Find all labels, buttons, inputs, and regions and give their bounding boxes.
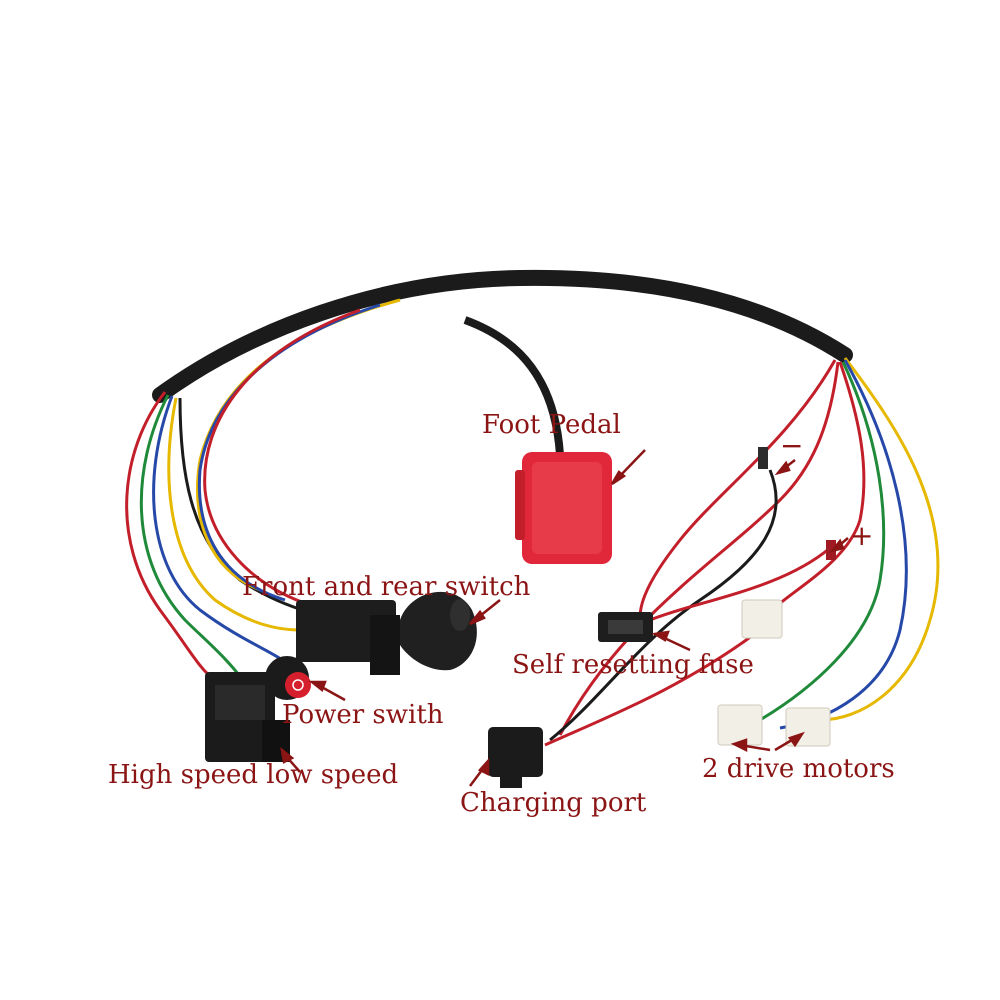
main-cable — [152, 269, 853, 403]
right-wire-bundle — [549, 357, 940, 742]
label-drive-motors: 2 drive motors — [702, 754, 895, 784]
negative-terminal — [758, 447, 768, 469]
power-switch — [265, 656, 311, 700]
speed-switch — [205, 672, 290, 762]
front-rear-switch — [296, 591, 477, 675]
label-charging-port: Charging port — [460, 788, 647, 818]
label-minus: − — [780, 429, 804, 462]
label-foot-pedal: Foot Pedal — [482, 410, 621, 440]
pedal-lead — [463, 316, 564, 456]
label-self-resetting-fuse: Self resetting fuse — [512, 650, 754, 680]
annotation-arrows — [280, 449, 849, 787]
charging-lead — [544, 628, 761, 747]
positive-terminal — [826, 540, 836, 560]
label-plus: + — [850, 519, 874, 552]
foot-pedal — [515, 452, 612, 564]
label-high-low-speed: High speed low speed — [108, 760, 399, 790]
left-wire-bundle — [125, 298, 401, 691]
self-resetting-fuse — [598, 612, 653, 642]
label-front-rear-switch: Front and rear switch — [242, 572, 531, 602]
charging-port — [488, 727, 543, 788]
label-power-switch: Power swith — [282, 700, 444, 730]
